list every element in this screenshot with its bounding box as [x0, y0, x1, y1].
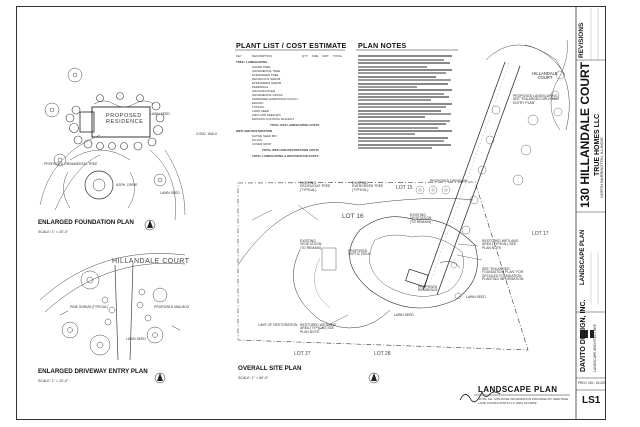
drawing-sheet — [16, 6, 606, 420]
estimate-row: ORNAMENTAL TREE — [252, 69, 281, 73]
limit-of-restoration-label: LIMIT OF RESTORATION — [258, 323, 298, 327]
conc-walk-label: CONC. WALK — [196, 132, 218, 136]
landscape-plan-title: LANDSCAPE PLAN — [478, 385, 558, 394]
plan-notes-body — [358, 54, 456, 150]
estimate-row: LAWN SEED — [252, 109, 269, 113]
proposed-driveway-label: PROPOSED DRIVEWAY — [430, 179, 468, 183]
estimate-row: ORNAMENTAL GRASS — [252, 93, 283, 97]
proposed-landscaping-label: PROPOSED LANDSCAPING SEE "ENLARGED DRIVE… — [513, 94, 560, 105]
foundation-plan-scale: SCALE: 1" = 20'-0" — [38, 230, 69, 234]
lawn-seed-label-2: LAWN SEED — [160, 191, 180, 195]
estimate-row: EVERGREEN TREE — [252, 73, 279, 77]
lawn-seed-label-4: LAWN SEED — [394, 313, 414, 317]
existing-deciduous-label: EXISTING DECIDUOUS TREE (TYPICAL) — [300, 181, 331, 192]
project-number: PROJ. NO.: 15-203 — [578, 381, 606, 385]
lot-27-label: LOT 27 — [294, 351, 311, 357]
estimate-row: EROSION CONTROL BLANKET — [252, 117, 295, 121]
estimate-row: SHREDDED HARDWOOD MULCH — [252, 97, 298, 101]
base-info-note: NOTE: ALL SITE BASE INFORMATION PROVIDED… — [478, 397, 569, 405]
estimate-col-unit: UNIT — [322, 54, 329, 58]
sheet-number: LS1 — [582, 395, 601, 406]
lot-17-label: LOT 17 — [532, 231, 549, 237]
firm-subtitle: LANDSCAPE ARCHITECTURE — [593, 324, 597, 372]
proposed-residence-site-label: PROPOSED RESIDENCE — [418, 285, 438, 293]
estimate-col-total: TOTAL — [333, 54, 343, 58]
estimate-row: NATIVE SEED MIX — [252, 134, 277, 138]
estimate-row: TOPSOIL — [252, 105, 265, 109]
lot-28-label: LOT 28 — [374, 351, 391, 357]
asph-drive-label: ASPH. DRIVE — [116, 183, 138, 187]
existing-vegetation-label-2: EXISTING VEGETATION (TO REMAIN) — [300, 239, 322, 250]
restored-wetland-label: RESTORED WETLAND AREA (TYPICAL) SEE PLAN… — [482, 239, 519, 250]
estimate-row: EDGING — [252, 101, 264, 105]
estimate-total-restoration: TOTAL WETLAND RESTORATION COSTS — [262, 148, 319, 152]
mailbox-label: PROPOSED MAILBOX — [154, 305, 190, 309]
lot-16-label: LOT 16 — [342, 213, 364, 220]
estimate-section-heading: WETLAND RESTORATION — [236, 129, 273, 133]
estimate-row: EVERGREEN SHRUB — [252, 81, 282, 85]
plan-notes-title: PLAN NOTES — [358, 41, 407, 50]
restored-wetland-label-2: RESTORED WETLAND AREA (TYPICAL) SEE PLAN… — [300, 323, 337, 334]
project-location: NORTH BARRINGTON, ILLINOIS — [599, 137, 604, 198]
see-foundation-plan-label: SEE "ENLARGED FOUNDATION PLAN" FOR DETAI… — [482, 267, 524, 282]
estimate-title: PLANT LIST / COST ESTIMATE — [236, 41, 347, 50]
existing-vegetation-label: EXISTING VEGETATION (TO REMAIN) — [410, 213, 432, 224]
project-name: 130 HILLANDALE COURT — [578, 61, 592, 208]
estimate-row: PERENNIAL — [252, 85, 269, 89]
estimate-row: COVER CROP — [252, 142, 272, 146]
lot-15-label: LOT 15 — [396, 185, 413, 191]
estimate-col-desc: DESCRIPTION — [252, 54, 272, 58]
driveway-plan-scale: SCALE: 1" = 20'-0" — [38, 379, 69, 383]
driveway-plan-title: ENLARGED DRIVEWAY ENTRY PLAN — [38, 368, 148, 375]
revisions-label: REVISIONS — [578, 22, 585, 58]
estimate-row: GROUNDCOVER — [252, 89, 276, 93]
lawn-seed-label-3: LAWN SEED — [126, 337, 146, 341]
estimate-col-key: KEY — [236, 54, 242, 58]
foundation-plan-title: ENLARGED FOUNDATION PLAN — [38, 219, 134, 226]
estimate-grand-total: TOTAL LANDSCAPING & RESTORATION COSTS — [252, 154, 319, 158]
proposed-septic-label: PROPOSED SEPTIC FIELD — [348, 249, 371, 257]
hillandale-court-label: HILLANDALE COURT — [532, 71, 558, 81]
estimate-total-landscaping: TOTAL SITE LANDSCAPING COSTS — [270, 123, 320, 127]
existing-evergreen-label: EXISTING EVERGREEN TREE (TYPICAL) — [352, 181, 384, 192]
pine-shrub-label: PINE SHRUB (TYPICAL) — [70, 305, 109, 309]
estimate-row: SHADE TREE — [252, 65, 271, 69]
estimate-row: DECIDUOUS SHRUB — [252, 77, 281, 81]
lawn-seed-label-1: LAWN SEED — [150, 112, 170, 116]
lawn-seed-label-5: LAWN SEED — [466, 295, 486, 299]
site-plan-title: OVERALL SITE PLAN — [238, 365, 302, 372]
estimate-row: PLUGS — [252, 138, 262, 142]
proposed-residence-label: PROPOSED RESIDENCE — [106, 113, 144, 125]
sheet-title-vertical: LANDSCAPE PLAN — [580, 229, 586, 285]
estimate-col-size: SIZE — [312, 54, 319, 58]
estimate-row: WETLAND SEED MIX — [252, 113, 281, 117]
estimate-section-heading: TREE / LANDSCAPING — [236, 60, 268, 64]
estimate-col-qty: QTY — [302, 54, 308, 58]
ornamental-tree-label: PROPOSED ORNAMENTAL TREE — [44, 162, 98, 166]
site-plan-scale: SCALE: 1" = 60'-0" — [238, 376, 269, 380]
firm-name: DAVITO DESIGN, INC. — [580, 299, 587, 372]
hillandale-court-street-label: HILLANDALE COURT — [112, 258, 190, 265]
